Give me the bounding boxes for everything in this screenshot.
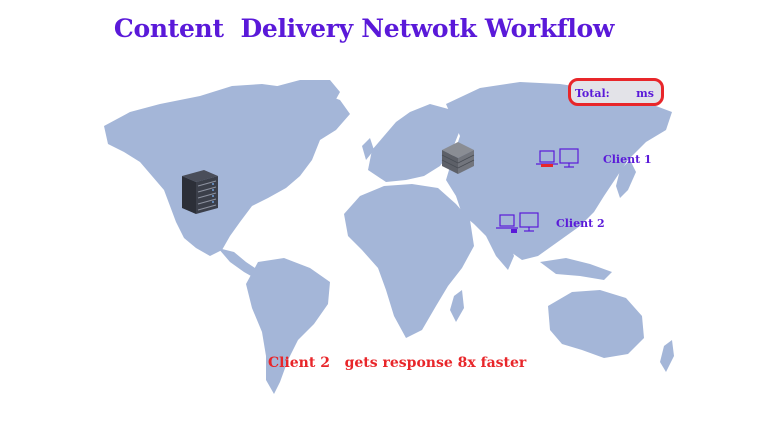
madagascar-shape <box>450 290 464 322</box>
response-note: Client 2 gets response 8x faster <box>268 355 527 371</box>
australia-shape <box>548 290 644 358</box>
server-box-icon <box>441 142 475 174</box>
total-latency-box: Total: ms <box>568 78 664 106</box>
europe-shape <box>368 104 460 182</box>
client-2-devices-icon <box>496 212 539 233</box>
arabia-india-shape <box>456 196 514 270</box>
client-2-label: Client 2 <box>556 217 605 230</box>
page-title: Content Delivery Netwotk Workflow <box>113 14 615 43</box>
japan-shape <box>616 160 636 198</box>
se-asia-islands-shape <box>540 258 612 280</box>
asia-shape <box>446 82 672 260</box>
africa-shape <box>344 184 474 338</box>
total-unit: ms <box>636 87 654 100</box>
greenland-shape <box>270 80 340 140</box>
client-1-devices-icon <box>536 148 579 168</box>
new-zealand-shape <box>660 340 674 372</box>
south-america-shape <box>246 258 330 394</box>
client-1-label: Client 1 <box>603 153 652 166</box>
uk-shape <box>362 138 374 160</box>
server-rack-icon <box>182 170 218 214</box>
total-label: Total: <box>575 87 610 100</box>
